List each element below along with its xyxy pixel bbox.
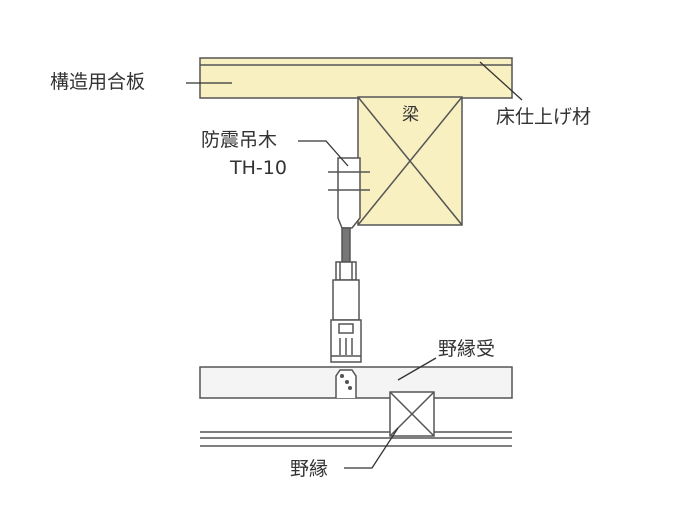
leader-lines [186,61,523,469]
ceiling-joist [200,391,512,447]
ceiling-joist-receiver [199,366,513,399]
hanger-name-label: 防震吊木 [201,129,278,151]
ceiling-joist-label: 野縁 [290,458,329,480]
plywood-label: 構造用合板 [50,71,146,93]
ceiling-joist-receiver-label: 野縁受 [438,338,496,360]
plywood-board [199,57,513,99]
beam [357,96,463,226]
hanger [328,157,370,363]
beam-label: 梁 [402,105,419,125]
hanger-model-label: TH-10 [230,157,287,179]
floor-finish-label: 床仕上げ材 [496,106,592,128]
